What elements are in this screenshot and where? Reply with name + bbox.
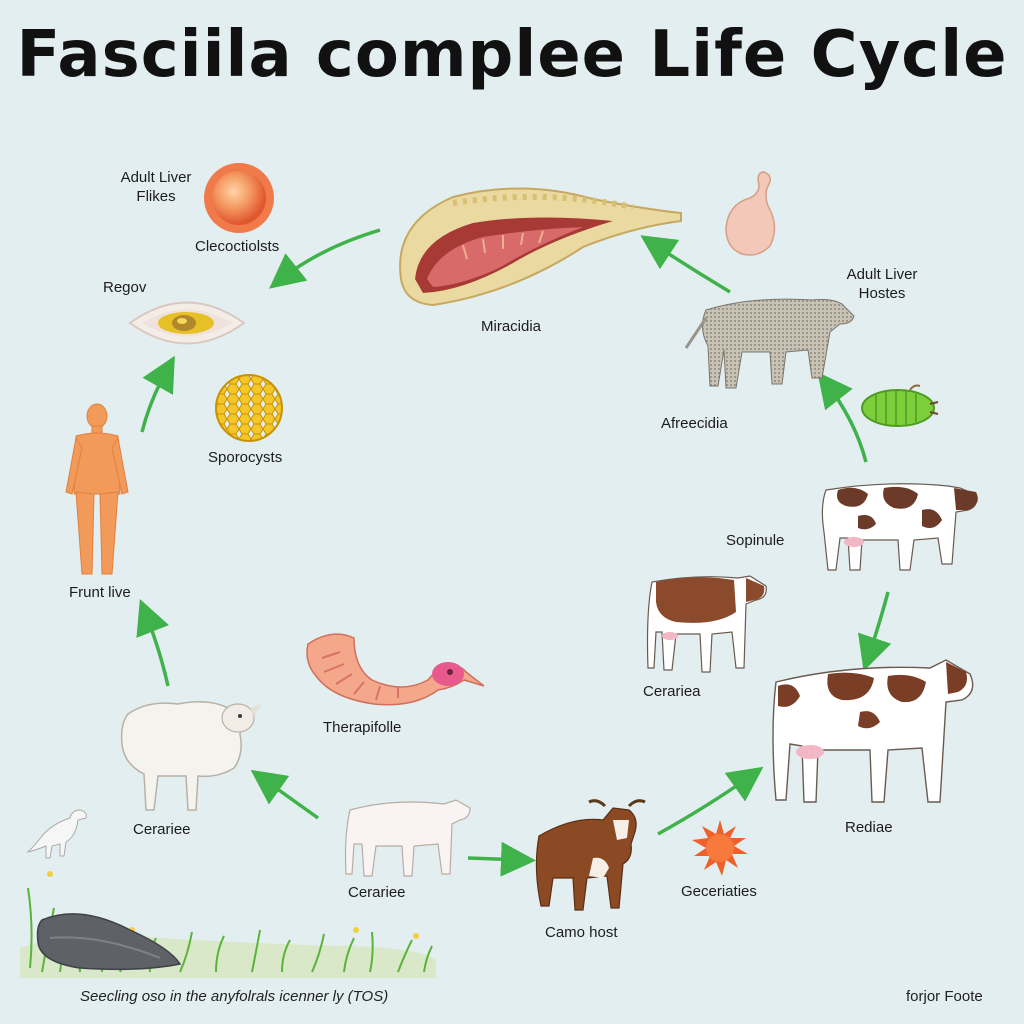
egg-icon	[203, 162, 275, 234]
label-camo-host: Camo host	[545, 924, 618, 941]
label-adult-liver-hostes: Adult Liver Hostes	[846, 266, 918, 302]
caption: Seecling oso in the anyfolrals icenner l…	[80, 988, 389, 1005]
label-sporocysts: Sporocysts	[208, 449, 283, 466]
calf-icon	[344, 796, 472, 880]
arrow-calf-to-bull	[467, 841, 536, 877]
liver-fluke-icon	[393, 183, 685, 311]
goat-icon	[682, 288, 858, 394]
cow-icon-middle	[646, 572, 770, 676]
label-rediae: Rediae	[845, 819, 893, 836]
redia-icon	[692, 820, 748, 876]
arrow-cyst-up	[140, 355, 175, 433]
label-sopinule: Sopinule	[726, 532, 785, 549]
label-ceraniee-calf: Cerariee	[348, 884, 406, 901]
arrow-sheep-to-human	[250, 769, 320, 820]
sporocyst-icon	[215, 374, 283, 442]
label-regov: Regov	[103, 279, 147, 296]
cow-icon	[818, 476, 982, 576]
label-frunt-live: Frunt live	[69, 584, 131, 601]
label-miracidia: Miracidia	[481, 318, 542, 335]
liver-icon	[724, 170, 778, 258]
bird-icon	[26, 806, 90, 860]
label-cerariea: Cerariea	[643, 683, 701, 700]
grass-icon	[20, 868, 440, 988]
label-adult-liver-flikes: Adult Liver Flikes	[120, 169, 192, 205]
arrow-cow-down	[858, 591, 892, 672]
footer-credit: forjor Foote	[906, 988, 983, 1005]
arrow-bull-to-cow	[657, 766, 764, 836]
arrow-cow-up-snail	[817, 371, 868, 463]
fluke-worm-icon	[302, 628, 486, 712]
arrow-fluke-to-egg	[269, 228, 381, 289]
cow-icon-large	[770, 652, 980, 808]
label-ceraniee-sheep: Cerariee	[133, 821, 191, 838]
snail-icon	[860, 384, 940, 430]
label-afreecidia: Afreecidia	[661, 415, 728, 432]
eye-cyst-icon	[128, 290, 246, 356]
arrow-human-up	[136, 598, 170, 687]
page-title: Fasciila complee Life Cycle	[16, 18, 1008, 92]
human-icon	[62, 402, 132, 580]
arrow-goat-to-liver	[640, 235, 731, 294]
label-clecoctiolsts: Clecoctiolsts	[195, 238, 280, 255]
label-therapifolle: Therapifolle	[323, 719, 402, 736]
sheep-icon	[118, 694, 264, 816]
label-geceriaties: Geceriaties	[681, 883, 757, 900]
bull-icon	[533, 798, 647, 914]
